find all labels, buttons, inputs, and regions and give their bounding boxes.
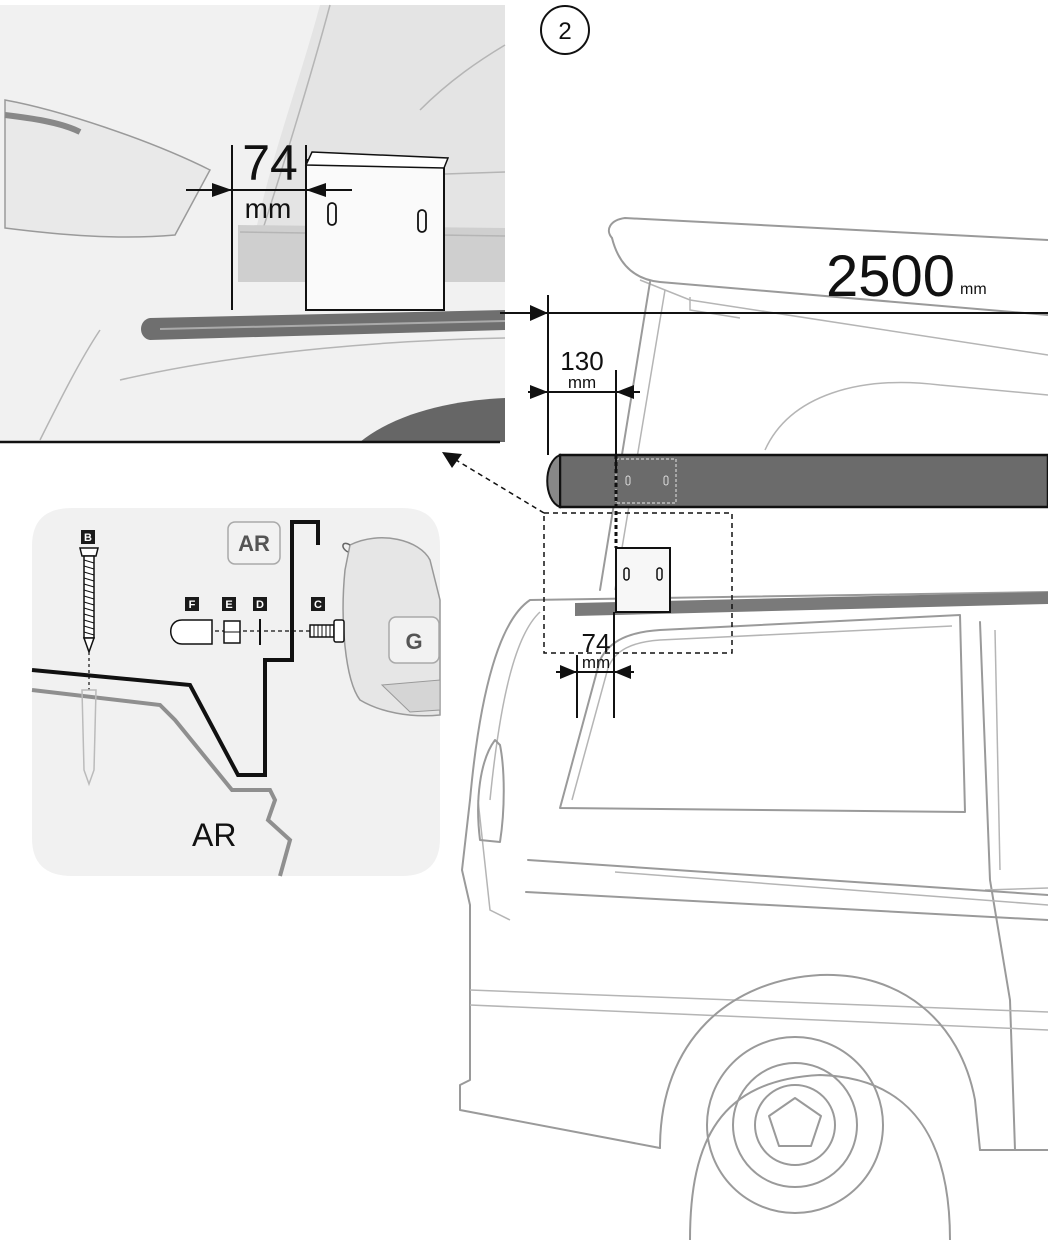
detail-leader-line bbox=[455, 459, 545, 514]
mounting-bracket bbox=[615, 547, 671, 613]
part-f-label: F bbox=[189, 599, 196, 611]
cross-section-panel: B F E D C AR G AR bbox=[31, 508, 441, 877]
leader-arrow-icon bbox=[442, 452, 462, 468]
step-number: 2 bbox=[558, 18, 571, 45]
inset-bracket bbox=[304, 151, 450, 311]
part-d-label: D bbox=[256, 599, 264, 611]
dimension-74-main: 74 mm bbox=[556, 612, 634, 718]
dim-74-main-value: 74 bbox=[582, 628, 611, 658]
rail-label: AR bbox=[192, 817, 236, 853]
dimension-130: 130 mm bbox=[528, 346, 640, 548]
clip-label-box: G bbox=[405, 629, 422, 654]
awning-tube bbox=[546, 453, 1048, 509]
part-b-label: B bbox=[84, 532, 92, 544]
dim-74-main-unit: mm bbox=[582, 653, 610, 672]
cap-f bbox=[170, 619, 213, 645]
total-length-unit: mm bbox=[960, 281, 987, 298]
dim-74-inset-unit: mm bbox=[245, 193, 292, 224]
roof-rail bbox=[575, 592, 1048, 616]
part-c-label: C bbox=[314, 599, 322, 611]
part-e-label: E bbox=[225, 599, 232, 611]
dim-74-inset-value: 74 bbox=[242, 135, 298, 191]
dim-130-unit: mm bbox=[568, 373, 596, 392]
screw-b bbox=[79, 547, 99, 787]
rail-label-box: AR bbox=[238, 531, 270, 556]
top-inset-panel: 74 mm bbox=[0, 4, 540, 444]
bolt-c bbox=[309, 619, 345, 643]
nut-e bbox=[223, 620, 241, 644]
dim-130-value: 130 bbox=[560, 346, 603, 376]
total-length-value: 2500 bbox=[826, 244, 955, 309]
detail-callout-box bbox=[543, 512, 733, 654]
step-badge: 2 bbox=[540, 5, 590, 55]
van-illustration bbox=[459, 217, 1048, 1240]
